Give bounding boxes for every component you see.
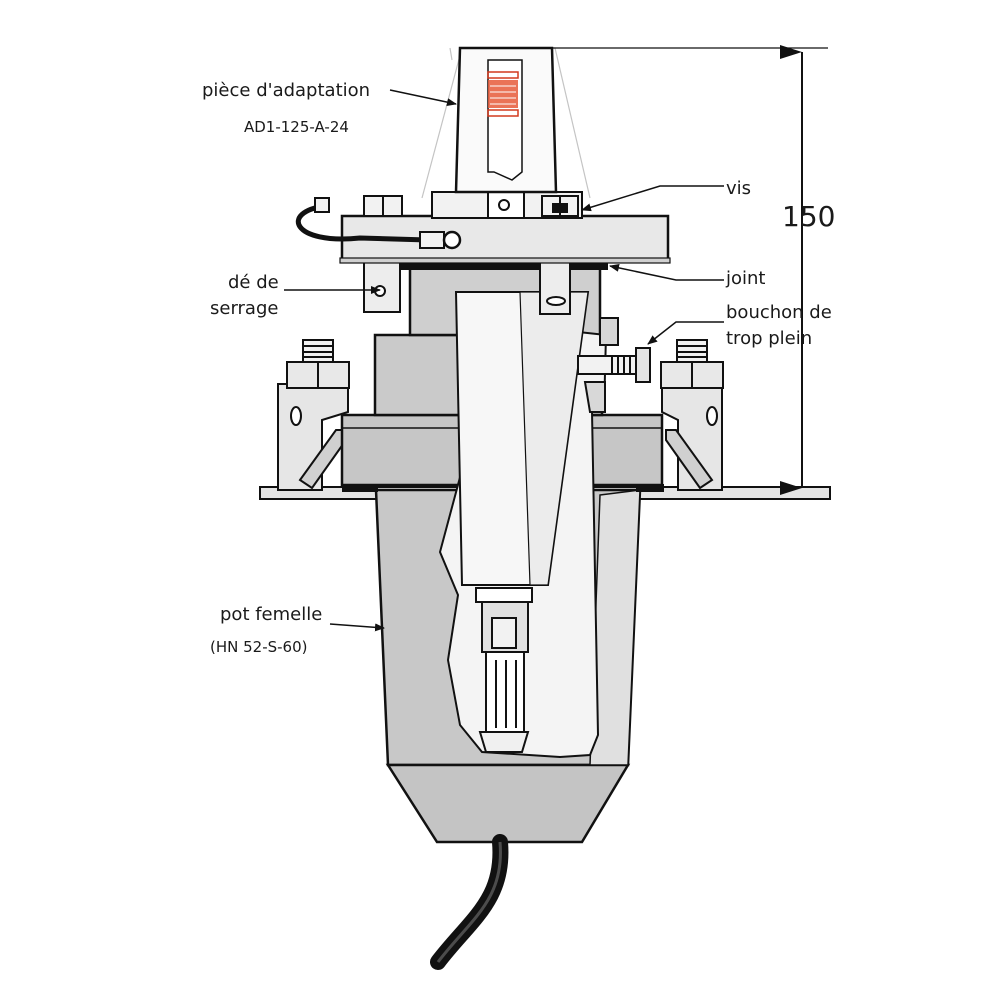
inner-cone: [454, 291, 590, 586]
label-adapter: pièce d'adaptation: [202, 80, 370, 101]
collar-gasket-left: [342, 484, 378, 492]
leader-plug: [647, 321, 724, 345]
label-plug-line2: trop plein: [726, 328, 812, 349]
adapter-body: [454, 46, 558, 194]
earth-cable: [295, 197, 462, 250]
dimension-150: [552, 45, 828, 495]
flange-screw-left: [363, 195, 403, 217]
leader-screw: [581, 185, 724, 212]
label-female-pot-ref: (HN 52-S-60): [210, 638, 308, 656]
clamp-block-center: [539, 261, 571, 315]
label-female-pot: pot femelle: [220, 604, 322, 625]
overflow-plug: [577, 347, 651, 383]
flange-screw-right: [541, 195, 579, 217]
coil-indicator: [487, 71, 519, 117]
connector-pin: [475, 587, 533, 753]
leader-gasket: [609, 263, 724, 281]
clamp-block-left: [363, 261, 401, 313]
leader-lines: [284, 89, 724, 632]
label-clamp-line1: dé de: [228, 272, 279, 293]
left-bracket: [277, 339, 350, 491]
label-screw: vis: [726, 178, 751, 199]
label-plug-line1: bouchon de: [726, 302, 832, 323]
label-adapter-ref: AD1-125-A-24: [244, 118, 349, 136]
leader-pot: [329, 623, 385, 632]
dimension-value: 150: [782, 200, 835, 233]
bottom-cable: [430, 834, 509, 970]
right-bracket: [660, 339, 724, 491]
main-gasket: [398, 261, 608, 270]
label-gasket: joint: [725, 268, 765, 289]
collar-gasket-right: [636, 484, 664, 492]
leader-adapter: [389, 89, 457, 107]
label-clamp-line2: serrage: [210, 298, 278, 319]
